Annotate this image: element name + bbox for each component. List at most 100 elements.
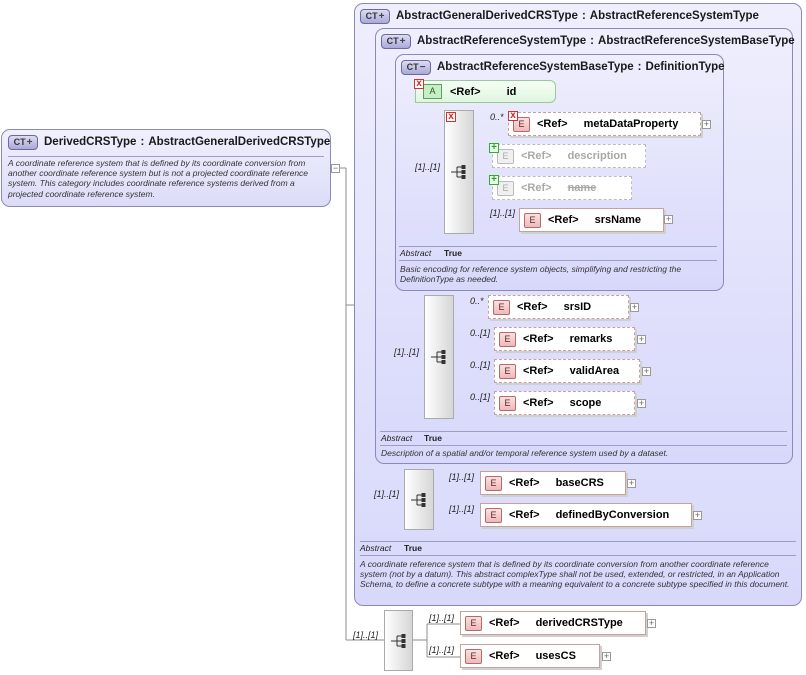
prohibited-icon: x (414, 79, 424, 89)
element-remarks[interactable]: E <Ref> remarks (494, 327, 635, 351)
element-basecrs[interactable]: E <Ref> baseCRS (480, 471, 626, 495)
type-base: AbstractGeneralDerivedCRSType (148, 136, 331, 148)
ref-label: <Ref> (509, 477, 540, 489)
element-definedbyconversion[interactable]: E <Ref> definedByConversion (480, 503, 692, 527)
ref-label: <Ref> (523, 333, 554, 345)
abstract-label: Abstract (400, 248, 432, 258)
outer-type-name: AbstractGeneralDerivedCRSType (396, 10, 578, 22)
main-sequence-occurs: [1]..[1] (353, 630, 379, 640)
sequence-icon (390, 633, 405, 648)
separator (360, 541, 796, 542)
element-name-field[interactable]: E <Ref> name (492, 176, 632, 200)
element-metadataproperty[interactable]: E <Ref> metaDataProperty (508, 112, 701, 136)
sequence-icon (411, 492, 426, 507)
expand-button[interactable]: + (602, 651, 611, 661)
ref-label: <Ref> (537, 118, 568, 130)
expand-button[interactable]: + (702, 119, 711, 129)
ref-label: <Ref> (523, 397, 554, 409)
element-name: metaDataProperty (583, 118, 679, 130)
attribute-id[interactable]: A <Ref> id (415, 80, 556, 103)
expand-button[interactable]: + (664, 214, 673, 224)
expand-button[interactable]: + (647, 618, 656, 628)
occurs-label: 0..[1] (470, 360, 491, 370)
occurs-label: [1]..[1] (449, 504, 475, 514)
complex-type-icon: CT+ (381, 33, 411, 49)
added-icon: + (489, 143, 499, 153)
sequence-compositor[interactable] (444, 110, 474, 234)
separator (380, 445, 787, 446)
complex-type-icon: CT+ (360, 8, 390, 24)
ref-label: <Ref> (521, 150, 552, 162)
prohibited-icon: x (446, 112, 456, 122)
abstract-label: Abstract (381, 433, 413, 443)
outer-type-header: CT+ AbstractGeneralDerivedCRSType : Abst… (360, 8, 759, 24)
occurs-label: [1]..[1] (429, 645, 455, 655)
collapse-button[interactable]: − (331, 163, 340, 173)
occurs-label: 0..[1] (470, 392, 491, 402)
element-name: description (567, 150, 627, 162)
element-derivedcrstype[interactable]: E <Ref> derivedCRSType (460, 611, 646, 635)
ref-label: <Ref> (523, 365, 554, 377)
expand-button[interactable]: + (627, 478, 636, 488)
occurs-label: [1]..[1] (429, 613, 455, 623)
inner-type-name: AbstractReferenceSystemBaseType (437, 61, 634, 73)
element-icon: E (499, 363, 516, 379)
element-icon: E (493, 299, 510, 315)
occurs-label: [1]..[1] (449, 472, 475, 482)
element-name: baseCRS (555, 477, 604, 489)
middle-type-name: AbstractReferenceSystemType (417, 35, 587, 47)
separator (360, 555, 796, 556)
expand-button[interactable]: + (693, 510, 702, 520)
derived-crs-type-box[interactable]: CT+ DerivedCRSType : AbstractGeneralDeri… (1, 129, 331, 207)
element-name: validArea (569, 365, 620, 377)
type-name: DerivedCRSType (44, 136, 137, 148)
sequence-icon (431, 350, 446, 364)
element-icon: E (497, 148, 514, 164)
element-description[interactable]: E <Ref> description (492, 144, 646, 168)
separator (399, 260, 717, 261)
element-srsname[interactable]: E <Ref> srsName (519, 208, 664, 232)
occurs-label: 0..* (470, 296, 484, 306)
added-icon: + (489, 175, 499, 185)
element-name: scope (569, 397, 602, 409)
sequence-compositor[interactable] (404, 469, 434, 530)
abstract-value: True (444, 248, 462, 258)
complex-type-icon: CT− (401, 59, 431, 75)
element-icon: E (465, 615, 482, 631)
middle-type-header: CT+ AbstractReferenceSystemType : Abstra… (381, 33, 795, 49)
element-scope[interactable]: E <Ref> scope (494, 391, 635, 415)
outer-abstract-text: A coordinate reference system that is de… (360, 559, 790, 590)
element-name: srsName (594, 214, 642, 226)
element-name: usesCS (535, 650, 576, 662)
element-icon: E (499, 331, 516, 347)
occurs-label: 0..* (490, 112, 504, 122)
element-srsid[interactable]: E <Ref> srsID (488, 295, 629, 319)
attribute-icon: A (423, 84, 442, 99)
ref-label: <Ref> (521, 182, 552, 194)
element-icon: E (499, 395, 516, 411)
expand-button[interactable]: + (630, 302, 639, 312)
expand-button[interactable]: + (637, 334, 646, 344)
expand-button[interactable]: + (642, 366, 651, 376)
sequence-compositor[interactable] (384, 610, 413, 671)
middle-type-base: AbstractReferenceSystemBaseType (598, 35, 795, 47)
element-usescs[interactable]: E <Ref> usesCS (460, 644, 600, 668)
occurs-label: 0..[1] (470, 328, 491, 338)
occurs-label: [1]..[1] (490, 208, 516, 218)
abstract-label: Abstract (360, 543, 392, 553)
abstract-value: True (404, 543, 422, 553)
element-icon: E (465, 648, 482, 664)
prohibited-icon: x (508, 111, 518, 121)
element-name: srsID (563, 301, 592, 313)
ref-label: <Ref> (509, 509, 540, 521)
sequence-compositor[interactable] (424, 295, 454, 419)
ref-label: <Ref> (517, 301, 548, 313)
element-validarea[interactable]: E <Ref> validArea (494, 359, 640, 383)
element-name: derivedCRSType (535, 617, 623, 629)
inner-abstract-text: Basic encoding for reference system obje… (400, 264, 682, 285)
separator (380, 431, 787, 432)
separator (8, 156, 324, 157)
expand-button[interactable]: + (637, 398, 646, 408)
inner-type-base: DefinitionType (645, 61, 725, 73)
derived-crs-type-header: CT+ DerivedCRSType : AbstractGeneralDeri… (8, 134, 330, 150)
